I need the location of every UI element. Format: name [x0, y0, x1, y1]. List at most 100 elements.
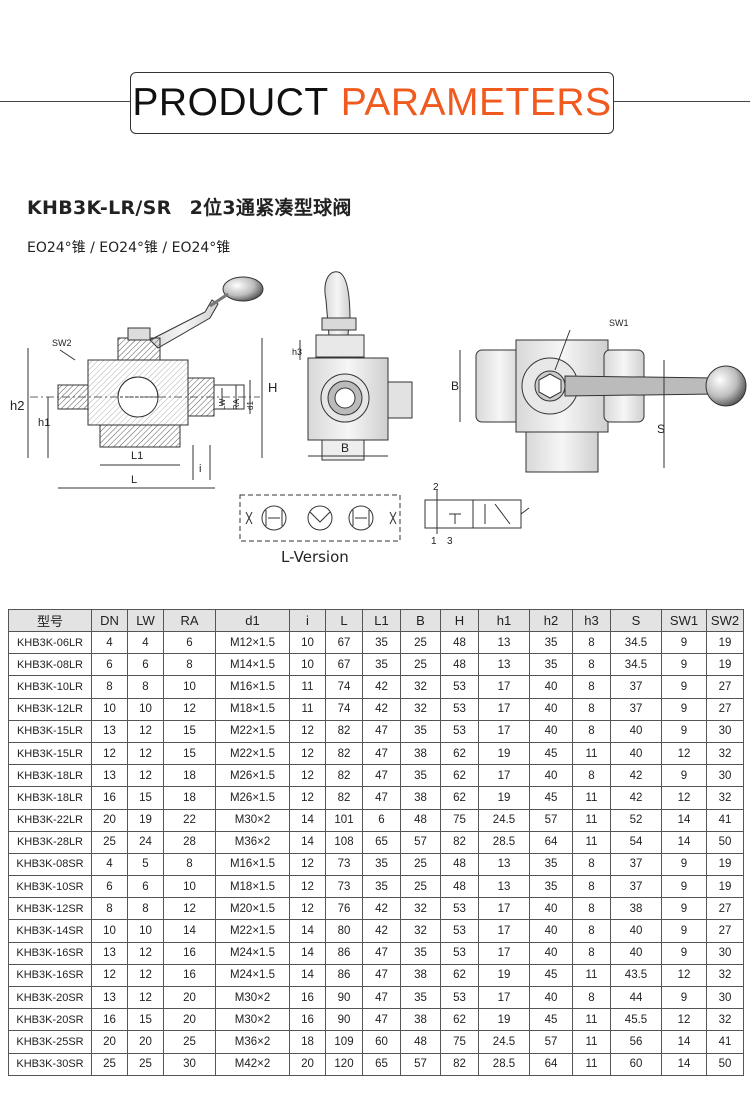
table-cell: 9 [661, 919, 707, 943]
table-cell: 9 [661, 653, 707, 677]
table-cell: 12 [661, 963, 707, 988]
table-cell: 57 [529, 1030, 573, 1054]
table-cell: 16 [289, 1008, 326, 1032]
table-cell: 13 [91, 764, 128, 788]
table-cell: 43.5 [610, 963, 662, 988]
table-cell: 48 [400, 1030, 441, 1054]
header-word-parameters: PARAMETERS [340, 81, 612, 124]
table-cell: 12 [163, 697, 216, 721]
table-cell: 45 [529, 786, 573, 810]
table-cell: 50 [706, 1052, 744, 1076]
model-cell: KHB3K-15LR [8, 741, 92, 766]
table-cell: 24 [127, 830, 164, 854]
table-cell: 62 [440, 786, 479, 810]
table-cell: 67 [325, 630, 363, 655]
table-cell: 35 [529, 875, 573, 899]
table-cell: 12 [91, 741, 128, 766]
table-cell: 60 [610, 1052, 662, 1076]
table-cell: 15 [127, 1008, 164, 1032]
table-cell: 27 [706, 697, 744, 721]
table-cell: 86 [325, 941, 363, 965]
table-cell: 14 [661, 1030, 707, 1054]
table-cell: 12 [127, 941, 164, 965]
table-cell: 53 [440, 985, 479, 1010]
table-cell: 48 [400, 808, 441, 832]
table-cell: 48 [440, 852, 479, 877]
product-name-cn: 2位3通紧凑型球阀 [189, 197, 352, 219]
version-label: L-Version [281, 548, 349, 566]
table-cell: 40 [529, 764, 573, 788]
table-cell: 90 [325, 985, 363, 1010]
table-cell: 82 [325, 741, 363, 766]
table-cell: 42 [362, 697, 401, 721]
table-cell: 8 [572, 697, 611, 721]
model-cell: KHB3K-18LR [8, 786, 92, 810]
label-s: S [657, 422, 665, 436]
table-cell: 40 [529, 675, 573, 699]
table-cell: 12 [661, 741, 707, 766]
table-cell: 20 [163, 1008, 216, 1032]
model-cell: KHB3K-16SR [8, 941, 92, 965]
table-cell: 62 [440, 1008, 479, 1032]
table-cell: M42×2 [215, 1052, 290, 1076]
table-cell: 8 [572, 941, 611, 965]
table-cell: 30 [706, 719, 744, 743]
table-cell: 16 [289, 985, 326, 1010]
table-cell: 47 [362, 985, 401, 1010]
top-view-drawing [459, 329, 747, 473]
table-cell: 38 [400, 786, 441, 810]
table-cell: 8 [91, 897, 128, 921]
table-cell: 47 [362, 719, 401, 743]
table-cell: 8 [572, 764, 611, 788]
table-cell: 47 [362, 741, 401, 766]
table-cell: 9 [661, 985, 707, 1010]
table-cell: 48 [440, 630, 479, 655]
table-cell: M12×1.5 [215, 630, 290, 655]
column-header: RA [163, 609, 216, 632]
table-cell: 86 [325, 963, 363, 988]
table-cell: 8 [572, 897, 611, 921]
table-cell: 19 [478, 1008, 530, 1032]
table-cell: 4 [91, 630, 128, 655]
table-cell: 40 [610, 941, 662, 965]
table-cell: 30 [706, 764, 744, 788]
table-cell: 35 [400, 719, 441, 743]
label-i: i [199, 463, 201, 475]
model-cell: KHB3K-06LR [8, 630, 92, 655]
table-cell: 28 [163, 830, 216, 854]
table-cell: 8 [572, 852, 611, 877]
table-cell: 17 [478, 675, 530, 699]
table-cell: 17 [478, 719, 530, 743]
table-cell: 38 [400, 1008, 441, 1032]
table-cell: 24.5 [478, 1030, 530, 1054]
table-cell: 10 [91, 697, 128, 721]
table-cell: 53 [440, 919, 479, 943]
table-cell: 40 [610, 919, 662, 943]
top-view-labels: SW1 B S [451, 318, 665, 436]
column-header: h1 [478, 609, 530, 632]
table-cell: 9 [661, 941, 707, 965]
table-cell: 45 [529, 741, 573, 766]
table-cell: 12 [289, 875, 326, 899]
table-cell: 8 [572, 630, 611, 655]
table-cell: 54 [610, 830, 662, 854]
table-cell: 12 [91, 963, 128, 988]
table-cell: 75 [440, 1030, 479, 1054]
table-cell: 42 [610, 786, 662, 810]
table-cell: 8 [572, 719, 611, 743]
table-cell: 11 [289, 675, 326, 699]
table-cell: 15 [127, 786, 164, 810]
table-cell: 74 [325, 697, 363, 721]
table-cell: 60 [362, 1030, 401, 1054]
table-cell: 12 [127, 741, 164, 766]
table-cell: 10 [289, 630, 326, 655]
table-cell: 28.5 [478, 1052, 530, 1076]
